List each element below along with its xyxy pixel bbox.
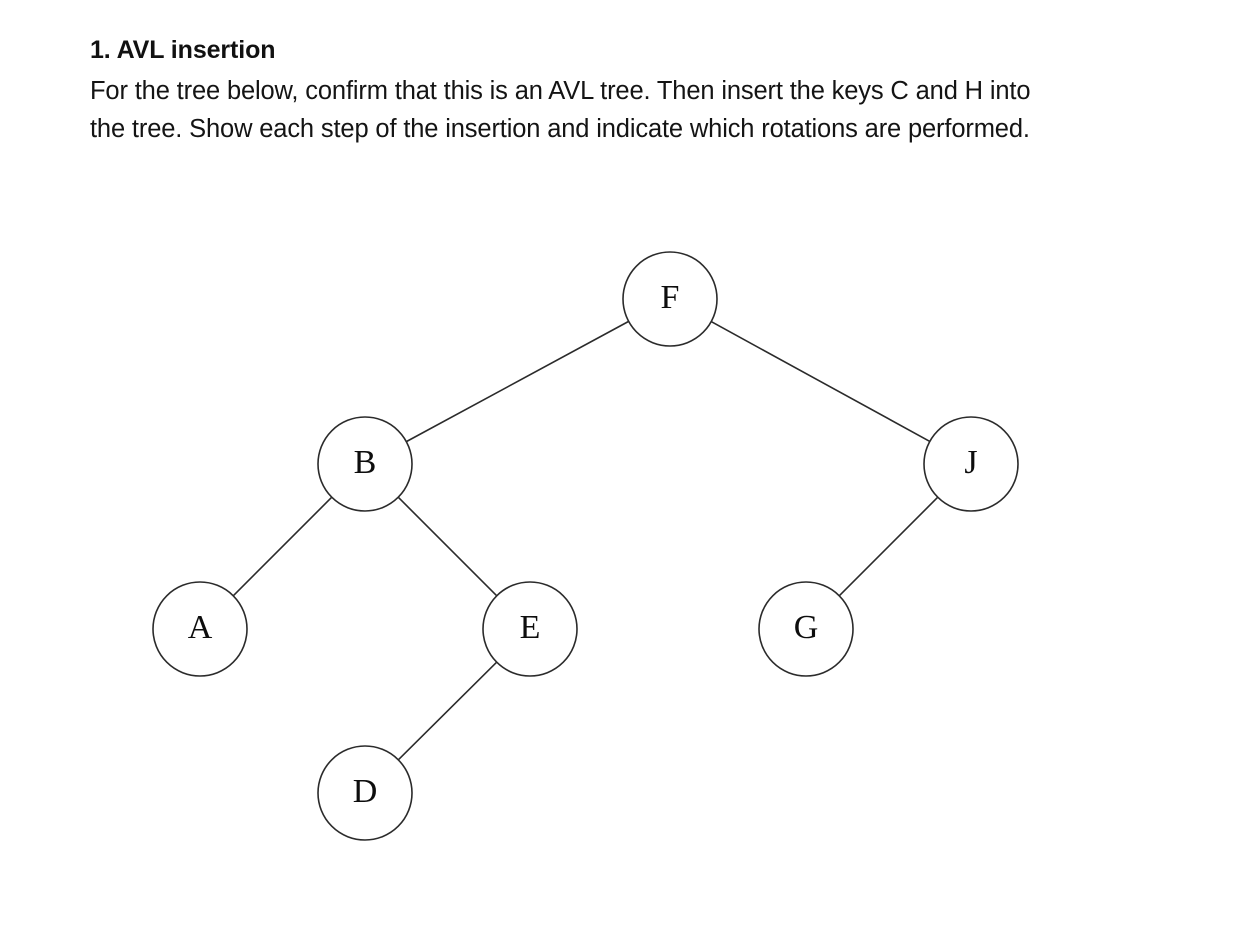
tree-edge-f-b bbox=[405, 320, 630, 443]
tree-node-label-d: D bbox=[353, 773, 378, 810]
tree-node-label-a: A bbox=[188, 609, 213, 646]
question-title: 1. AVL insertion bbox=[90, 36, 276, 64]
tree-node-circle-f bbox=[622, 251, 718, 347]
tree-node-b: B bbox=[317, 416, 413, 512]
tree-edge-layer bbox=[232, 320, 939, 761]
tree-node-label-f: F bbox=[661, 279, 680, 316]
tree-node-circle-e bbox=[482, 581, 578, 677]
tree-node-label-j: J bbox=[964, 444, 977, 481]
tree-node-d: D bbox=[317, 745, 413, 841]
question-prompt: 1. AVL insertion For the tree below, con… bbox=[90, 34, 1220, 148]
tree-node-label-e: E bbox=[520, 609, 541, 646]
tree-node-layer: F B J A E G D bbox=[152, 251, 1019, 841]
tree-edge-j-g bbox=[838, 496, 939, 597]
tree-node-label-g: G bbox=[794, 609, 819, 646]
tree-edge-e-d bbox=[397, 661, 498, 761]
tree-edge-b-e bbox=[397, 496, 498, 597]
tree-node-circle-a bbox=[152, 581, 248, 677]
tree-edge-f-j bbox=[710, 320, 931, 443]
tree-node-j: J bbox=[923, 416, 1019, 512]
tree-edge-b-a bbox=[232, 496, 333, 597]
tree-node-circle-j bbox=[923, 416, 1019, 512]
tree-node-a: A bbox=[152, 581, 248, 677]
tree-node-g: G bbox=[758, 581, 854, 677]
question-body-line-1: For the tree below, confirm that this is… bbox=[90, 77, 1031, 105]
tree-node-f: F bbox=[622, 251, 718, 347]
question-body: For the tree below, confirm that this is… bbox=[90, 72, 1218, 148]
tree-node-e: E bbox=[482, 581, 578, 677]
tree-node-label-b: B bbox=[354, 444, 377, 481]
question-body-line-2: the tree. Show each step of the insertio… bbox=[90, 115, 1030, 143]
tree-node-circle-g bbox=[758, 581, 854, 677]
tree-node-circle-b bbox=[317, 416, 413, 512]
tree-node-circle-d bbox=[317, 745, 413, 841]
